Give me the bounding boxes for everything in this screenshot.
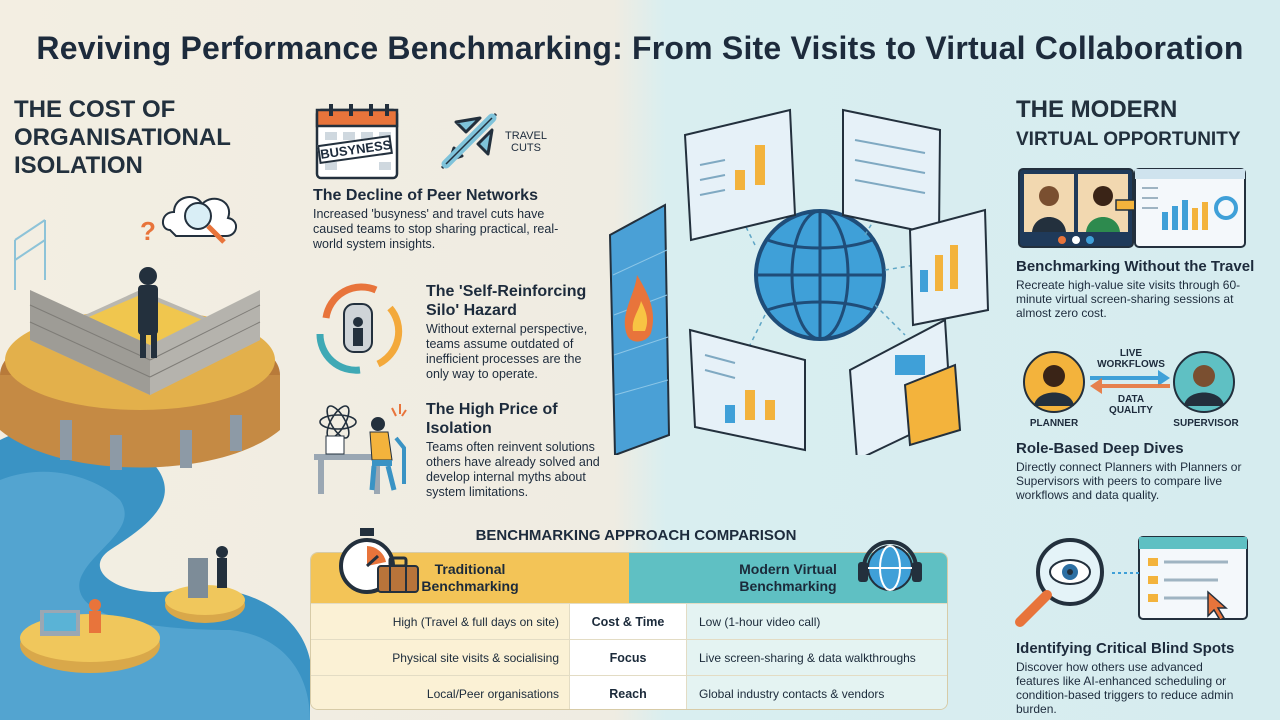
modern-cell: Low (1-hour video call) (687, 604, 947, 639)
comparison-table: Traditional Benchmarking Modern Virtual … (310, 552, 948, 710)
magnifier-icon (1015, 538, 1104, 627)
modern-cell: Live screen-sharing & data walkthroughs (687, 640, 947, 675)
deep-dives-block: Role-Based Deep Dives Directly connect P… (1016, 440, 1272, 502)
cycle-icon (316, 283, 403, 374)
supervisor-label: Supervisor (1173, 418, 1239, 429)
criterion-cell: Cost & Time (569, 604, 687, 639)
broken-link-cloud-icon (162, 196, 237, 244)
deep-dives-title: Role-Based Deep Dives (1016, 440, 1184, 457)
isolated-island-illustration: ? (0, 216, 280, 470)
dashboard-icon (1134, 168, 1246, 248)
sea-illustration (0, 425, 310, 720)
traditional-cell: High (Travel & full days on site) (311, 604, 569, 639)
live-workflows-label: Live Workflows (1097, 348, 1165, 370)
silo-text: Without external perspective, teams assu… (426, 322, 588, 381)
blind-spots-block: Identifying Critical Blind Spots Discove… (1016, 640, 1272, 716)
airplane-icon (440, 112, 498, 170)
svg-text:?: ? (140, 216, 156, 246)
comparison-title: Benchmarking Approach Comparison (475, 527, 797, 544)
isolation-text: Teams often reinvent solutions others ha… (426, 440, 600, 499)
right-heading: The Modern Virtual Opportunity (1016, 96, 1276, 154)
travel-cuts-label: TRAVEL CUTS (505, 130, 547, 154)
deep-dives-text: Directly connect Planners with Planners … (1016, 460, 1242, 502)
decline-title: The Decline of Peer Networks (313, 187, 538, 204)
criterion-cell: Focus (569, 640, 687, 675)
exchange-arrows-icon (1090, 370, 1170, 394)
table-row: High (Travel & full days on site) Cost &… (311, 603, 947, 639)
silo-block: The 'Self-Reinforcing Silo' Hazard Witho… (426, 282, 596, 382)
travel-block: Benchmarking Without the Travel Recreate… (1016, 258, 1272, 320)
traditional-cell: Local/Peer organisations (311, 676, 569, 709)
headset-globe-icon (858, 540, 922, 591)
left-heading: The Cost of Organisational Isolation (14, 96, 231, 179)
isolated-worker-illustration (314, 404, 407, 494)
data-quality-label: Data Quality (1109, 394, 1153, 416)
suitcase-icon (377, 556, 419, 593)
decline-text: Increased 'busyness' and travel cuts hav… (313, 207, 559, 251)
table-row: Local/Peer organisations Reach Global in… (311, 675, 947, 709)
planner-avatar-icon (1023, 351, 1085, 413)
traditional-cell: Physical site visits & socialising (311, 640, 569, 675)
silo-title: The 'Self-Reinforcing Silo' Hazard (426, 283, 587, 319)
planner-label: Planner (1029, 418, 1079, 429)
page-title: Reviving Performance Benchmarking: From … (36, 30, 1244, 66)
blind-spots-title: Identifying Critical Blind Spots (1016, 640, 1235, 657)
right-heading-main: The Modern (1016, 96, 1178, 123)
travel-title: Benchmarking Without the Travel (1016, 258, 1255, 275)
dotted-connector (1112, 572, 1142, 574)
decline-block: The Decline of Peer Networks Increased '… (313, 186, 603, 252)
connected-dashboards-illustration (608, 108, 990, 455)
supervisor-avatar-icon (1173, 351, 1235, 413)
browser-window-icon (1138, 536, 1248, 620)
right-heading-sub: Virtual Opportunity (1016, 129, 1241, 150)
travel-text: Recreate high-value site visits through … (1016, 278, 1241, 320)
isolation-title: The High Price of Isolation (426, 401, 558, 437)
table-row: Physical site visits & socialising Focus… (311, 639, 947, 675)
isolation-block: The High Price of Isolation Teams often … (426, 400, 602, 500)
blind-spots-text: Discover how others use advanced feature… (1016, 660, 1234, 716)
video-call-icon (1018, 168, 1134, 248)
criterion-cell: Reach (569, 676, 687, 709)
modern-cell: Global industry contacts & vendors (687, 676, 947, 709)
